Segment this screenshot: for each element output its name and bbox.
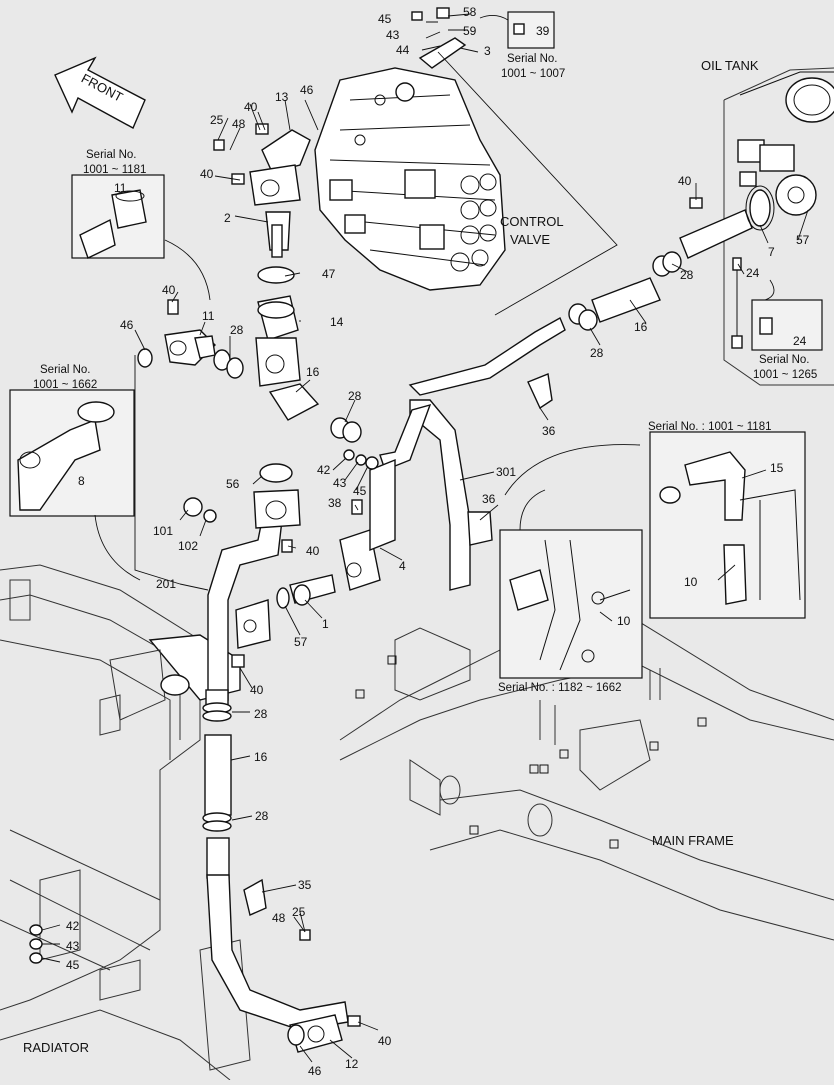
callout: 201 [156,577,176,591]
main-frame-label: MAIN FRAME [652,833,734,848]
callout-numbers: 45 43 58 59 44 3 39 40 13 46 25 48 11 40… [66,5,810,1078]
callout: 4 [399,559,406,573]
serial-39-line2: 1001 ~ 1007 [501,68,565,80]
callout: 3 [484,44,491,58]
callout: 8 [78,474,85,488]
callout: 301 [496,465,516,479]
callout: 10 [684,575,698,589]
callout: 40 [250,683,264,697]
main-frame [339,609,834,941]
callout: 59 [463,24,477,38]
callout: 7 [768,245,775,259]
callout: 42 [66,919,80,933]
callout: 11 [202,309,215,323]
callout: 46 [120,318,134,332]
callout: 24 [793,334,807,348]
serial-11-line1: Serial No. [86,149,137,161]
callout: 40 [678,174,692,188]
callout: 28 [255,809,269,823]
inset-serial-11: Serial No. 1001 ~ 1181 [71,149,165,259]
callout: 46 [308,1064,322,1078]
control-valve-label-1: CONTROL [500,214,564,229]
callout: 25 [292,905,306,919]
callout: 28 [348,389,362,403]
callout: 45 [378,12,392,26]
serial-39-line1: Serial No. [507,53,558,65]
inset-serial-39: Serial No. 1001 ~ 1007 [501,11,565,80]
oil-tank [723,67,834,386]
callout: 45 [66,958,80,972]
callout: 46 [300,83,314,97]
callout: 48 [232,117,246,131]
callout: 28 [254,707,268,721]
callout: 36 [542,424,556,438]
inset-pointers [94,15,775,581]
serial-10-label: Serial No. : 1182 ~ 1662 [498,682,622,694]
callout: 40 [200,167,214,181]
callout: 43 [333,476,347,490]
callout: 14 [330,315,344,329]
callout: 28 [230,323,244,337]
inset-serial-24: Serial No. 1001 ~ 1265 [751,299,823,381]
inset-serial-8: Serial No. 1001 ~ 1662 [9,364,135,517]
front-direction-arrow: FRONT [54,56,146,129]
callout: 58 [463,5,477,19]
callout: 57 [796,233,810,247]
callout: 24 [746,266,760,280]
callout: 10 [617,614,631,628]
leader-lines [41,13,809,1063]
oil-tank-label: OIL TANK [701,58,759,73]
callout: 101 [153,524,173,538]
callout: 11 [114,181,127,195]
callout: 40 [306,544,320,558]
inset-serial-15: Serial No. : 1001 ~ 1181 [648,421,806,619]
callout: 35 [298,878,312,892]
callout: 1 [322,617,329,631]
control-valve [314,67,506,291]
callout: 40 [244,100,258,114]
callout: 47 [322,267,336,281]
serial-11-line2: 1001 ~ 1181 [83,164,146,176]
callout: 36 [482,492,496,506]
callout: 44 [396,43,410,57]
callout: 42 [317,463,331,477]
callout: 12 [345,1057,359,1071]
serial-8-line1: Serial No. [40,364,91,376]
callout: 28 [590,346,604,360]
callout: 45 [353,484,367,498]
callout: 56 [226,477,240,491]
callout: 57 [294,635,308,649]
callout: 40 [378,1034,392,1048]
callout: 13 [275,90,289,104]
serial-24-line2: 1001 ~ 1265 [753,369,817,381]
callout: 43 [66,939,80,953]
callout: 39 [536,24,550,38]
serial-24-line1: Serial No. [759,354,810,366]
callout: 48 [272,911,286,925]
callout: 28 [680,268,694,282]
serial-8-line2: 1001 ~ 1662 [33,379,97,391]
callout: 102 [178,539,198,553]
callout: 2 [224,211,231,225]
callout: 16 [306,365,320,379]
callout: 40 [162,283,176,297]
control-valve-label-2: VALVE [510,232,550,247]
serial-15-label: Serial No. : 1001 ~ 1181 [648,421,772,433]
callout: 15 [770,461,784,475]
callout: 16 [634,320,648,334]
callout: 25 [210,113,224,127]
radiator-label: RADIATOR [23,1040,89,1055]
callout: 38 [328,496,342,510]
inset-serial-10: Serial No. : 1182 ~ 1662 [498,529,643,694]
callout: 43 [386,28,400,42]
callout: 16 [254,750,268,764]
